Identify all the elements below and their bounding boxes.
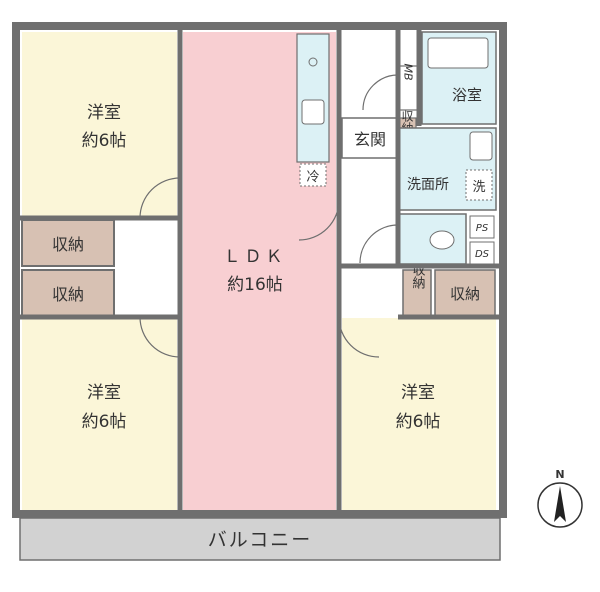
- kitchen-counter: [296, 33, 330, 163]
- room-western-top-left-name: 洋室: [87, 103, 121, 123]
- storage-right-wide-label: 収納: [450, 285, 480, 303]
- bathroom-label: 浴室: [452, 86, 482, 104]
- balcony-label: バルコニー: [208, 529, 313, 551]
- room-western-bottom-left: [22, 318, 177, 510]
- storage-right-small-label: 収納: [410, 263, 426, 290]
- compass-north-label: N: [555, 468, 564, 481]
- fridge-label: 冷: [306, 170, 319, 185]
- washer-box: [465, 169, 493, 201]
- washroom-label: 洗面所: [407, 177, 449, 193]
- door-swings: [139, 74, 399, 358]
- room-western-top-left: [22, 32, 177, 217]
- storage-left-lower-label: 収納: [52, 285, 84, 304]
- room-western-top-left-size: 約6帖: [82, 131, 127, 151]
- room-ldk-size: 約16帖: [227, 275, 283, 295]
- interior-walls: [20, 28, 500, 512]
- storage-left-upper-label: 収納: [52, 235, 84, 254]
- room-western-bottom-left-size: 約6帖: [82, 412, 127, 432]
- entrance-area: [341, 117, 399, 159]
- room-western-bottom-right-name: 洋室: [401, 383, 435, 403]
- storage-left-lower: [21, 269, 115, 317]
- stove-burner-icon: [308, 57, 318, 67]
- room-ldk-name: ＬＤＫ: [224, 247, 287, 267]
- meter-box-label: MB: [402, 63, 415, 80]
- storage-right-wide: [434, 269, 496, 317]
- bathtub-icon: [427, 37, 489, 69]
- ds-label: DS: [475, 249, 490, 260]
- entrance-label: 玄関: [354, 130, 386, 149]
- room-western-bottom-right-size: 約6帖: [396, 412, 441, 432]
- ps-box: [469, 215, 495, 239]
- compass-icon: [537, 482, 583, 528]
- room-western-bottom-left-name: 洋室: [87, 383, 121, 403]
- fridge-box: [299, 163, 327, 187]
- toilet-icon: [429, 230, 455, 250]
- kitchen-sink-icon: [301, 99, 325, 125]
- balcony-area: [19, 517, 501, 561]
- room-western-bottom-right: [342, 318, 496, 510]
- washer-label: 洗: [472, 180, 485, 195]
- ps-label: PS: [476, 223, 489, 234]
- wash-basin-icon: [469, 131, 493, 161]
